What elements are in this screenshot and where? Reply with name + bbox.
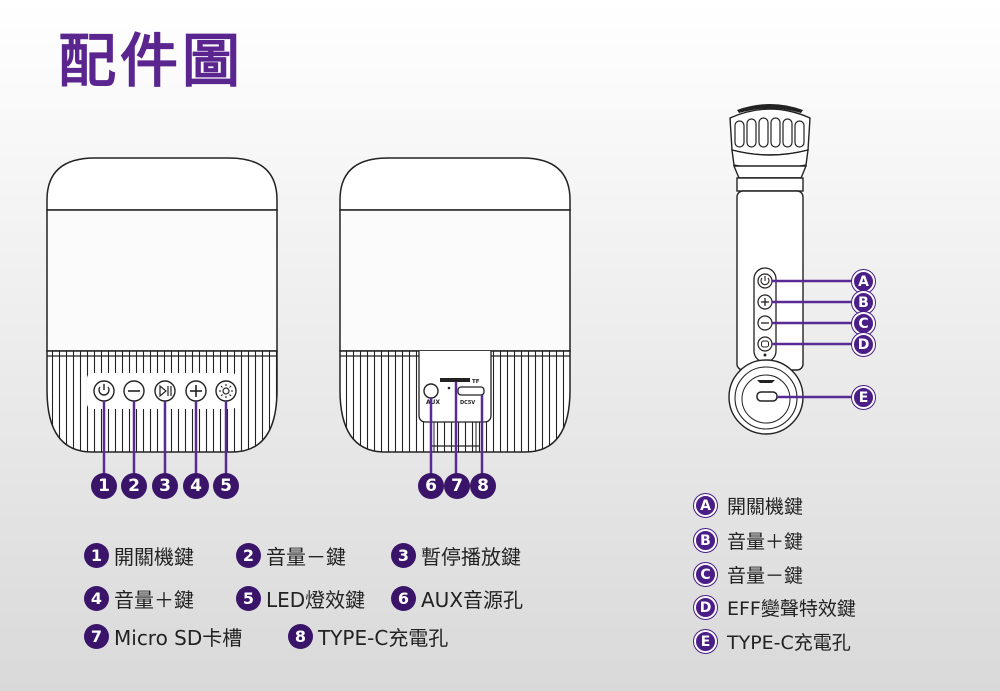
legend-item-4: 4 音量＋鍵 bbox=[84, 584, 194, 613]
legend-badge: 5 bbox=[236, 586, 261, 611]
callout-4: 4 bbox=[183, 473, 209, 499]
legend-label: 暫停播放鍵 bbox=[421, 545, 521, 569]
legend-label: 開關機鍵 bbox=[114, 545, 194, 569]
legend-label: TYPE-C充電孔 bbox=[318, 626, 449, 650]
legend-badge: 8 bbox=[288, 624, 313, 649]
mic-eff-button-icon[interactable] bbox=[757, 336, 773, 352]
mic-volume-up-button-icon[interactable] bbox=[757, 294, 773, 310]
callout-3: 3 bbox=[152, 473, 178, 499]
legend-badge: E bbox=[693, 629, 718, 654]
mic-usb-c-port-icon[interactable] bbox=[756, 391, 778, 402]
callout-b: B bbox=[851, 290, 876, 315]
legend-badge: 4 bbox=[84, 586, 109, 611]
led-button-icon[interactable] bbox=[215, 380, 237, 402]
volume-up-button-icon[interactable] bbox=[185, 380, 207, 402]
callout-2: 2 bbox=[121, 473, 147, 499]
page-title: 配件圖 bbox=[58, 27, 245, 95]
legend-item-5: 5 LED燈效鍵 bbox=[236, 584, 365, 613]
legend-item-3: 3 暫停播放鍵 bbox=[391, 541, 521, 570]
usb-c-port-icon[interactable] bbox=[457, 386, 485, 396]
legend-item-6: 6 AUX音源孔 bbox=[391, 584, 523, 613]
dc5v-label: DC5V bbox=[460, 400, 475, 406]
legend-item-7: 7 Micro SD卡槽 bbox=[84, 622, 242, 651]
callout-8: 8 bbox=[470, 473, 496, 499]
volume-down-button-icon[interactable] bbox=[123, 380, 145, 402]
legend-label: TYPE-C充電孔 bbox=[727, 632, 851, 654]
callout-1: 1 bbox=[91, 473, 117, 499]
front-callouts: 1 2 3 4 5 bbox=[91, 473, 239, 499]
tf-label: TF bbox=[472, 379, 480, 385]
callout-a: A bbox=[851, 269, 876, 294]
legend-label: 音量－鍵 bbox=[266, 545, 346, 569]
mic-legend-item-b: B 音量＋鍵 bbox=[693, 527, 804, 554]
legend-label: EFF變聲特效鍵 bbox=[727, 598, 856, 620]
speaker-back: AUX TF DC5V bbox=[339, 157, 571, 475]
legend-badge: 2 bbox=[236, 543, 261, 568]
callout-5: 5 bbox=[213, 473, 239, 499]
legend-label: LED燈效鍵 bbox=[266, 588, 366, 612]
callout-7: 7 bbox=[444, 473, 470, 499]
legend-item-1: 1 開關機鍵 bbox=[84, 541, 194, 570]
mic-volume-down-button-icon[interactable] bbox=[757, 315, 773, 331]
aux-port-icon[interactable] bbox=[423, 383, 439, 399]
legend-label: 開關機鍵 bbox=[727, 496, 804, 518]
legend-badge: D bbox=[693, 595, 718, 620]
mic-legend-item-a: A 開關機鍵 bbox=[693, 492, 804, 519]
aux-label: AUX bbox=[426, 399, 440, 406]
legend-badge: 1 bbox=[84, 543, 109, 568]
microphone bbox=[728, 104, 855, 435]
callout-e: E bbox=[851, 385, 876, 410]
legend-label: Micro SD卡槽 bbox=[114, 626, 243, 650]
legend-item-2: 2 音量－鍵 bbox=[236, 541, 346, 570]
legend-badge: 6 bbox=[391, 586, 416, 611]
legend-label: AUX音源孔 bbox=[421, 588, 524, 612]
legend-badge: C bbox=[693, 562, 718, 587]
play-pause-button-icon[interactable] bbox=[154, 380, 176, 402]
legend-item-8: 8 TYPE-C充電孔 bbox=[288, 622, 448, 651]
sd-card-slot-icon[interactable] bbox=[440, 378, 470, 382]
mic-legend-item-e: E TYPE-C充電孔 bbox=[693, 628, 851, 655]
legend-badge: A bbox=[693, 493, 718, 518]
mic-legend-item-d: D EFF變聲特效鍵 bbox=[693, 594, 856, 621]
legend-label: 音量＋鍵 bbox=[727, 531, 804, 553]
callout-6: 6 bbox=[418, 473, 444, 499]
speaker-front bbox=[46, 157, 278, 475]
mic-legend-item-c: C 音量－鍵 bbox=[693, 561, 804, 588]
mic-power-button-icon[interactable] bbox=[757, 273, 773, 289]
legend-badge: 7 bbox=[84, 624, 109, 649]
back-callouts: 6 7 8 bbox=[418, 473, 496, 499]
legend-label: 音量－鍵 bbox=[727, 565, 804, 587]
legend-badge: 3 bbox=[391, 543, 416, 568]
callout-d: D bbox=[851, 332, 876, 357]
legend-badge: B bbox=[693, 528, 718, 553]
callout-c: C bbox=[851, 311, 876, 336]
power-button-icon[interactable] bbox=[93, 380, 115, 402]
legend-label: 音量＋鍵 bbox=[114, 588, 194, 612]
